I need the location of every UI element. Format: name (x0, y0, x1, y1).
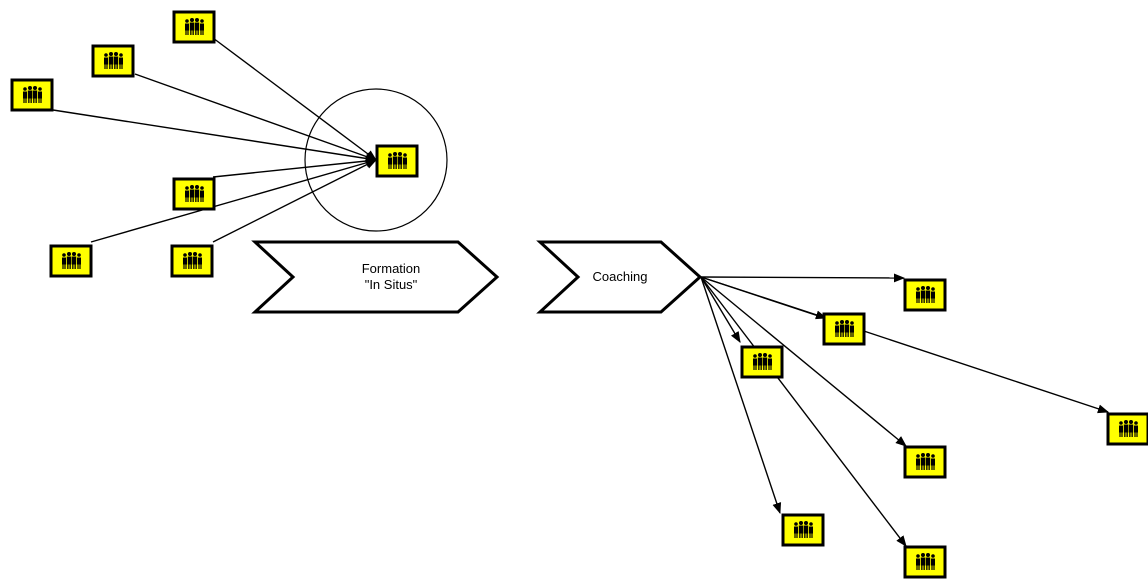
outbound-arrow (700, 276, 741, 343)
target-group-box[interactable] (781, 513, 825, 547)
coaching-label: Coaching (592, 269, 648, 284)
source-group-box[interactable] (91, 44, 135, 78)
source-group-box[interactable] (170, 244, 214, 278)
source-group-box[interactable] (49, 244, 93, 278)
outbound-arrow (700, 276, 907, 447)
outbound-arrows (700, 273, 1110, 547)
target-group-box[interactable] (740, 345, 784, 379)
formation-label-line1: Formation (361, 261, 421, 276)
inbound-arrow (52, 109, 378, 163)
outbound-arrow (700, 276, 782, 515)
central-group-box[interactable] (375, 144, 419, 178)
formation-stage-chevron (251, 240, 500, 314)
inbound-arrow (134, 73, 378, 161)
target-group-box[interactable] (903, 278, 947, 312)
inbound-arrow (90, 158, 378, 243)
coaching-stage-label: Coaching (575, 269, 665, 285)
formation-stage-label: Formation "In Situs" (336, 261, 446, 293)
outbound-arrow (700, 276, 1110, 414)
target-group-box[interactable] (903, 545, 947, 579)
source-group-box[interactable] (10, 78, 54, 112)
target-group-box[interactable] (822, 312, 866, 346)
target-group-box[interactable] (903, 445, 947, 479)
source-group-box[interactable] (172, 10, 216, 44)
inbound-arrows (52, 37, 378, 243)
outbound-arrow (700, 276, 907, 547)
focus-circle (304, 88, 448, 232)
inbound-arrow (212, 159, 378, 243)
formation-label-line2: "In Situs" (364, 277, 418, 292)
source-group-box[interactable] (172, 177, 216, 211)
inbound-arrow (212, 156, 378, 178)
coaching-stage-chevron (536, 240, 703, 314)
inbound-arrow (212, 37, 377, 161)
target-group-box[interactable] (1106, 412, 1148, 446)
outbound-arrow (700, 273, 906, 283)
